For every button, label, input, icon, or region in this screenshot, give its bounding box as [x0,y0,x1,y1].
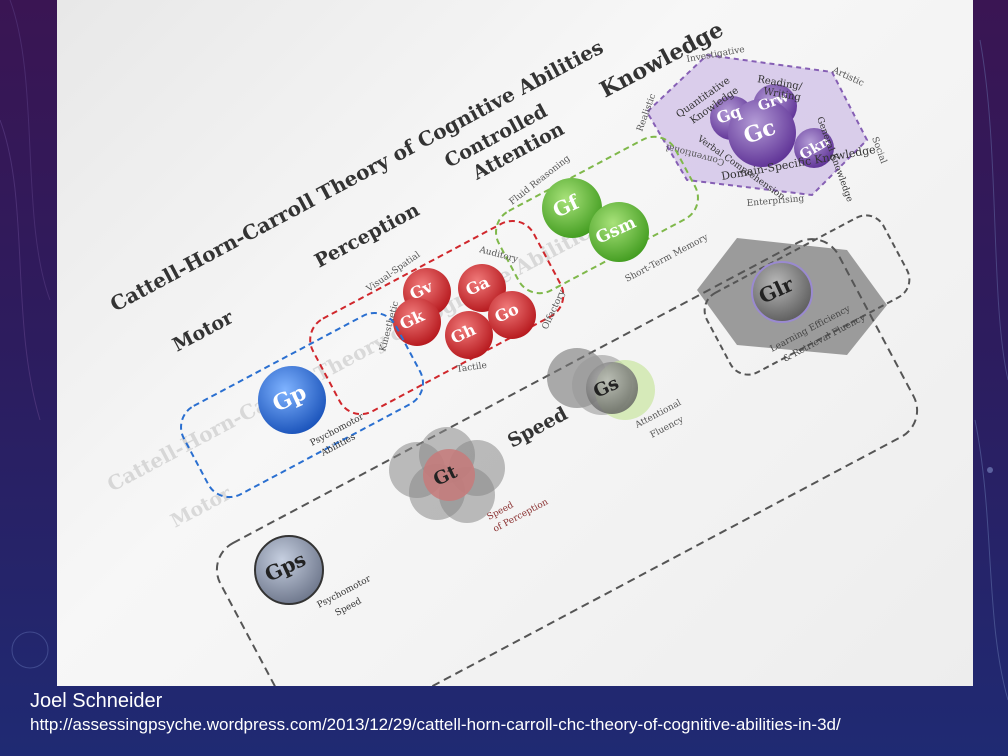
gc-node [728,99,796,167]
tactile-label: Tactile [456,361,488,375]
olfactory-label: Olfactory [541,288,568,331]
gkn-node [794,128,834,168]
section-motor: Motor [169,306,238,356]
controlled-attention-group: Gf Gsm Fluid Reasoning Short-Term Memory [495,135,711,295]
gt-node [423,449,475,501]
credit-author: Joel Schneider [30,690,163,712]
gp-node [258,366,326,434]
section-motor-reflection: Motor [167,482,236,532]
chc-diagram-image: Cattell-Horn-Carroll Theory of Cognitive… [57,0,973,686]
go-node [488,291,536,339]
gk-node [393,298,441,346]
gsm-node [589,202,649,262]
section-speed: Speed [504,403,571,453]
credit-url[interactable]: http://assessingpsyche.wordpress.com/201… [30,715,841,734]
auditory-label: Auditory [477,245,519,265]
gh-node [445,311,493,359]
gs-node [586,362,638,414]
retrieval-group: Glr Learning Efficiency & Retrieval Flue… [697,214,911,376]
gf-node [542,178,602,238]
chc-diagram: Cattell-Horn-Carroll Theory of Cognitive… [103,17,919,686]
gps-node [254,535,324,605]
interest-enterprising: Enterprising [746,194,804,209]
glr-node [751,261,813,323]
